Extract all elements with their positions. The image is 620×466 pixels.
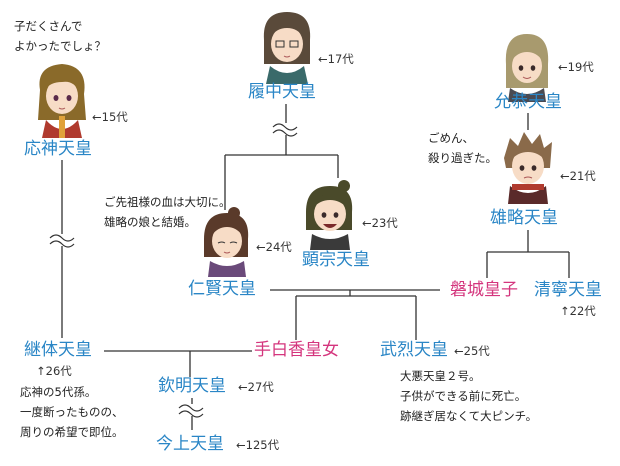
gen-kenzo: ←23代 [362,216,398,230]
name-seinei: 清寧天皇 [534,280,602,300]
gen-yuryaku: ←21代 [560,169,596,183]
avatar-ojin [38,64,86,138]
break-mark-kinmei [178,404,205,418]
gen-kinjo: ←125代 [236,438,280,452]
gen-buretsu: ←25代 [454,344,490,358]
note-keitai: 応神の5代孫。 一度断ったものの、 周りの希望で即位。 [20,385,124,439]
line-ninken-children [295,290,417,340]
name-richu: 履中天皇 [248,82,316,102]
gen-ninken: ←24代 [256,240,292,254]
gen-keitai: ↑26代 [36,364,72,378]
quote-kenzo: ご先祖様の血は大切に。 雄略の娘と結婚。 [104,195,231,229]
line-richu-branch [224,154,339,210]
note-buretsu: 大悪天皇２号。 子供ができる前に死亡。 跡継ぎ居なくて大ピンチ。 [400,369,538,423]
name-ingyo: 允恭天皇 [494,92,562,112]
name-keitai: 継体天皇 [24,340,92,360]
avatar-ninken [204,207,249,277]
avatar-kenzo [306,180,353,250]
name-kinjo: 今上天皇 [156,434,224,454]
name-buretsu: 武烈天皇 [380,340,448,360]
gen-seinei: ↑22代 [560,304,596,318]
gen-richu: ←17代 [318,52,354,66]
avatar-richu [263,12,311,84]
gen-ojin: ←15代 [92,110,128,124]
name-yuryaku: 雄略天皇 [490,208,558,228]
name-kinmei: 欽明天皇 [158,376,226,396]
quote-ojin: 子だくさんで よかったでしょ？ [14,19,106,53]
name-kasuga: 磐城皇子 [450,280,518,300]
avatar-ingyo [505,34,549,102]
avatar-yuryaku [504,132,552,204]
line-yuryaku-branch [486,230,570,278]
name-ojin: 応神天皇 [24,139,92,159]
break-mark-ojin [49,234,76,248]
break-mark-richu [272,123,299,137]
name-ninken: 仁賢天皇 [188,279,256,299]
gen-kinmei: ←27代 [238,380,274,394]
gen-ingyo: ←19代 [558,60,594,74]
name-tashiraka: 手白香皇女 [254,340,339,360]
name-kenzo: 顕宗天皇 [302,250,370,270]
quote-yuryaku: ごめん、 殺り過ぎた。 [428,131,497,165]
